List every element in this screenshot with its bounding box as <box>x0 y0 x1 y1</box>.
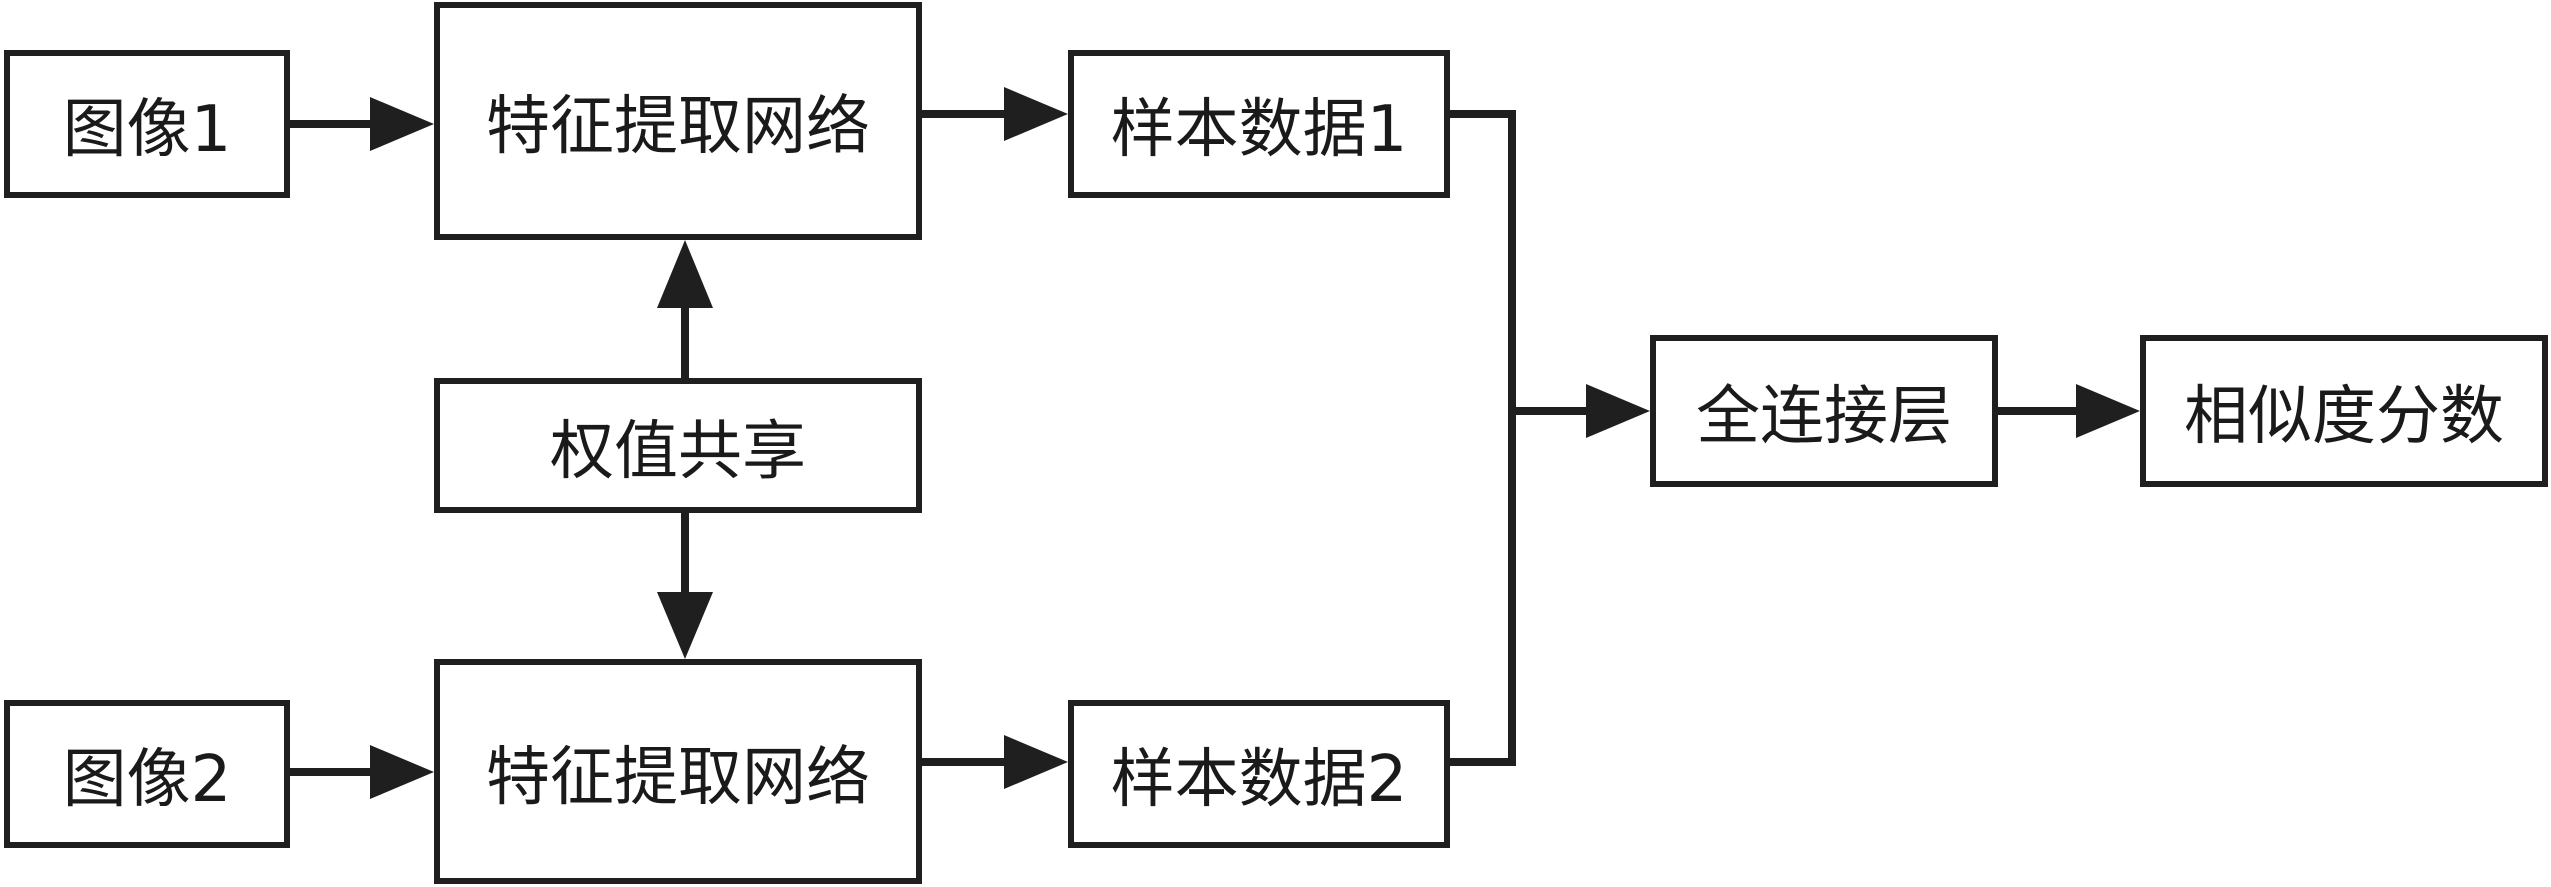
node-feature-net-bottom: 特征提取网络 <box>434 659 922 884</box>
node-sample-data1-label: 样本数据1 <box>1110 93 1408 167</box>
node-fully-connected-label: 全连接层 <box>1696 380 1952 454</box>
node-similarity-score-label: 相似度分数 <box>2184 380 2504 454</box>
node-image2: 图像2 <box>4 700 290 848</box>
node-feature-net-top-label: 特征提取网络 <box>486 90 870 164</box>
node-weight-sharing: 权值共享 <box>434 378 922 513</box>
node-feature-net-bottom-label: 特征提取网络 <box>486 740 870 815</box>
edge-fully-connected-to-similarity-score <box>1998 384 2140 438</box>
node-fully-connected: 全连接层 <box>1650 335 1998 487</box>
edge-weight-sharing-to-feature-net-top <box>657 240 713 378</box>
edge-sample-data-merge <box>1450 110 1516 766</box>
edge-feature-net-top-to-sample-data1 <box>922 87 1068 141</box>
node-image2-label: 图像2 <box>62 743 232 817</box>
edge-weight-sharing-to-feature-net-bottom <box>657 513 713 659</box>
node-image1: 图像1 <box>4 50 290 198</box>
node-similarity-score: 相似度分数 <box>2140 335 2548 487</box>
node-sample-data2: 样本数据2 <box>1068 700 1450 848</box>
edge-image2-to-feature-net-bottom <box>290 745 434 799</box>
edge-image1-to-feature-net-top <box>290 97 434 151</box>
node-image1-label: 图像1 <box>62 93 232 167</box>
node-weight-sharing-label: 权值共享 <box>550 414 806 489</box>
node-feature-net-top: 特征提取网络 <box>434 2 922 240</box>
edge-feature-net-bottom-to-sample-data2 <box>922 735 1068 789</box>
node-sample-data1: 样本数据1 <box>1068 50 1450 198</box>
edge-merge-to-fully-connected <box>1512 384 1650 438</box>
node-sample-data2-label: 样本数据2 <box>1110 743 1408 817</box>
